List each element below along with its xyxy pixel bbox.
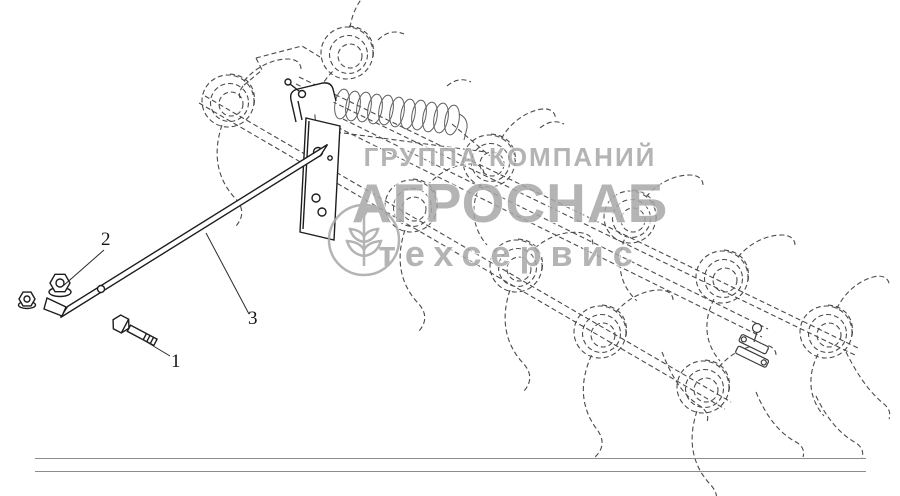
callout-label-3: 3 (248, 308, 258, 329)
callout-label-1: 1 (171, 351, 181, 372)
callout-leader-lines (62, 232, 250, 357)
mounting-plate (299, 117, 341, 241)
baseline-rules (35, 458, 866, 472)
spring-coil (489, 226, 595, 392)
spring-coil (799, 273, 893, 417)
mounting-arm-assembly (17, 78, 341, 347)
spring-coil (384, 163, 485, 332)
hex-bolt (112, 314, 159, 347)
callout-label-2: 2 (101, 229, 111, 250)
spring-coil (573, 289, 674, 459)
arm-bar (43, 143, 333, 319)
flange-nut-small (17, 291, 37, 310)
spring-clamp (284, 78, 337, 123)
spring-coil (676, 344, 777, 496)
spring-coil (306, 0, 399, 133)
machine-context-lines (198, 0, 893, 496)
rail-clamp (735, 322, 770, 368)
tension-spring (324, 88, 468, 141)
spring-coil (462, 106, 558, 246)
flange-nut (48, 273, 72, 298)
